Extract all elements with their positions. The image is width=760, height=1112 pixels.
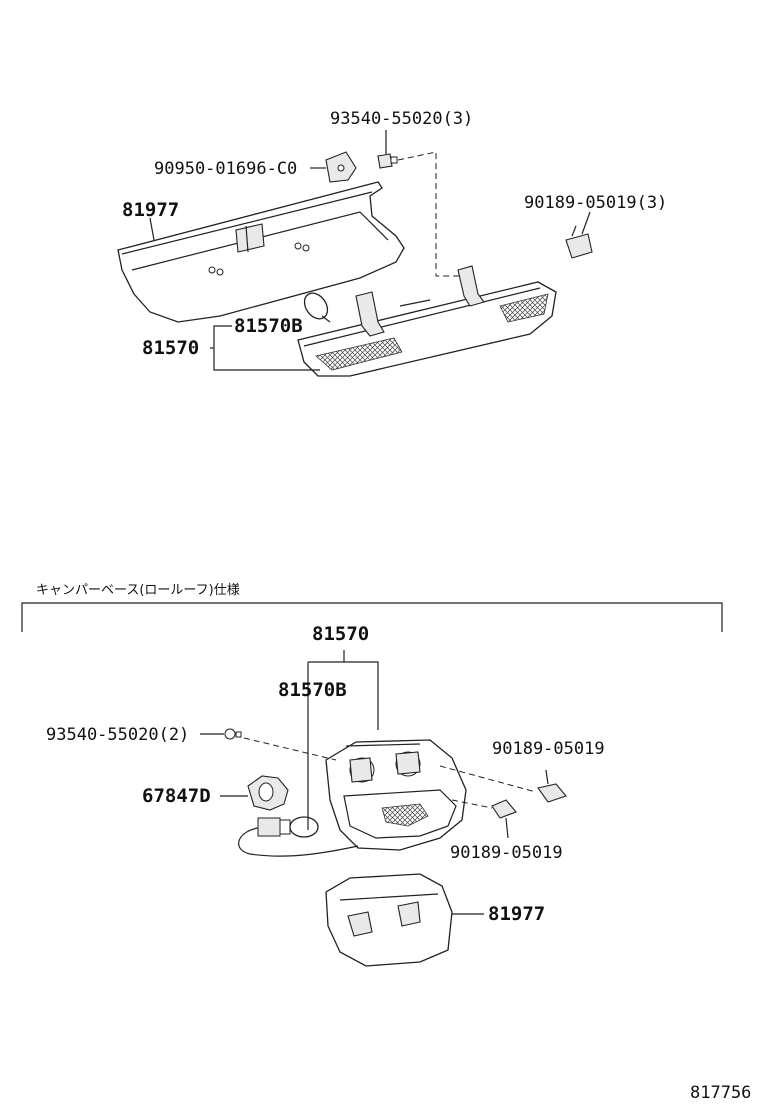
lower-socket-label: 67847D (142, 785, 211, 807)
upper-lamp-leader (213, 325, 320, 371)
lower-bulb-label: 81570B (278, 679, 347, 701)
upper-lamp-label: 81570 (142, 337, 199, 359)
lower-lamp-leader (307, 650, 379, 830)
lower-lamp-part (325, 739, 467, 851)
upper-clip-part (565, 211, 593, 259)
variant-caption: キャンパーベース(ロールーフ)仕様 (36, 583, 240, 598)
lower-cover-part (325, 873, 484, 967)
lower-clip-upper-label: 90189-05019 (492, 739, 605, 759)
lower-assembly: キャンパーベース(ロールーフ)仕様 (21, 583, 723, 967)
upper-screw-part (377, 130, 462, 277)
upper-bracket-label: 90950-01696-C0 (154, 159, 297, 179)
upper-clip-label: 90189-05019(3) (524, 193, 667, 213)
lower-lamp-label: 81570 (312, 623, 369, 645)
diagram-id: 817756 (690, 1083, 751, 1103)
upper-cover-label: 81977 (122, 199, 179, 221)
upper-bulb-part (303, 292, 331, 323)
upper-cover-part (117, 181, 405, 323)
lower-socket-part (220, 775, 289, 811)
lower-bulb-part (238, 816, 359, 857)
upper-assembly: 93540-55020(3) 90950-01696-C0 81977 9018… (117, 109, 667, 377)
variant-bracket (21, 602, 723, 632)
upper-bulb-label: 81570B (234, 315, 303, 337)
lower-clip-lower-part (451, 799, 517, 839)
lower-screw-label: 93540-55020(2) (46, 725, 189, 745)
lower-clip-lower-label: 90189-05019 (450, 843, 563, 863)
lower-cover-label: 81977 (488, 903, 545, 925)
upper-bracket-part (310, 151, 357, 183)
lower-screw-part (200, 728, 337, 761)
lower-clip-upper-part (439, 765, 567, 803)
upper-lamp-part (297, 265, 557, 377)
upper-screw-label: 93540-55020(3) (330, 109, 473, 129)
